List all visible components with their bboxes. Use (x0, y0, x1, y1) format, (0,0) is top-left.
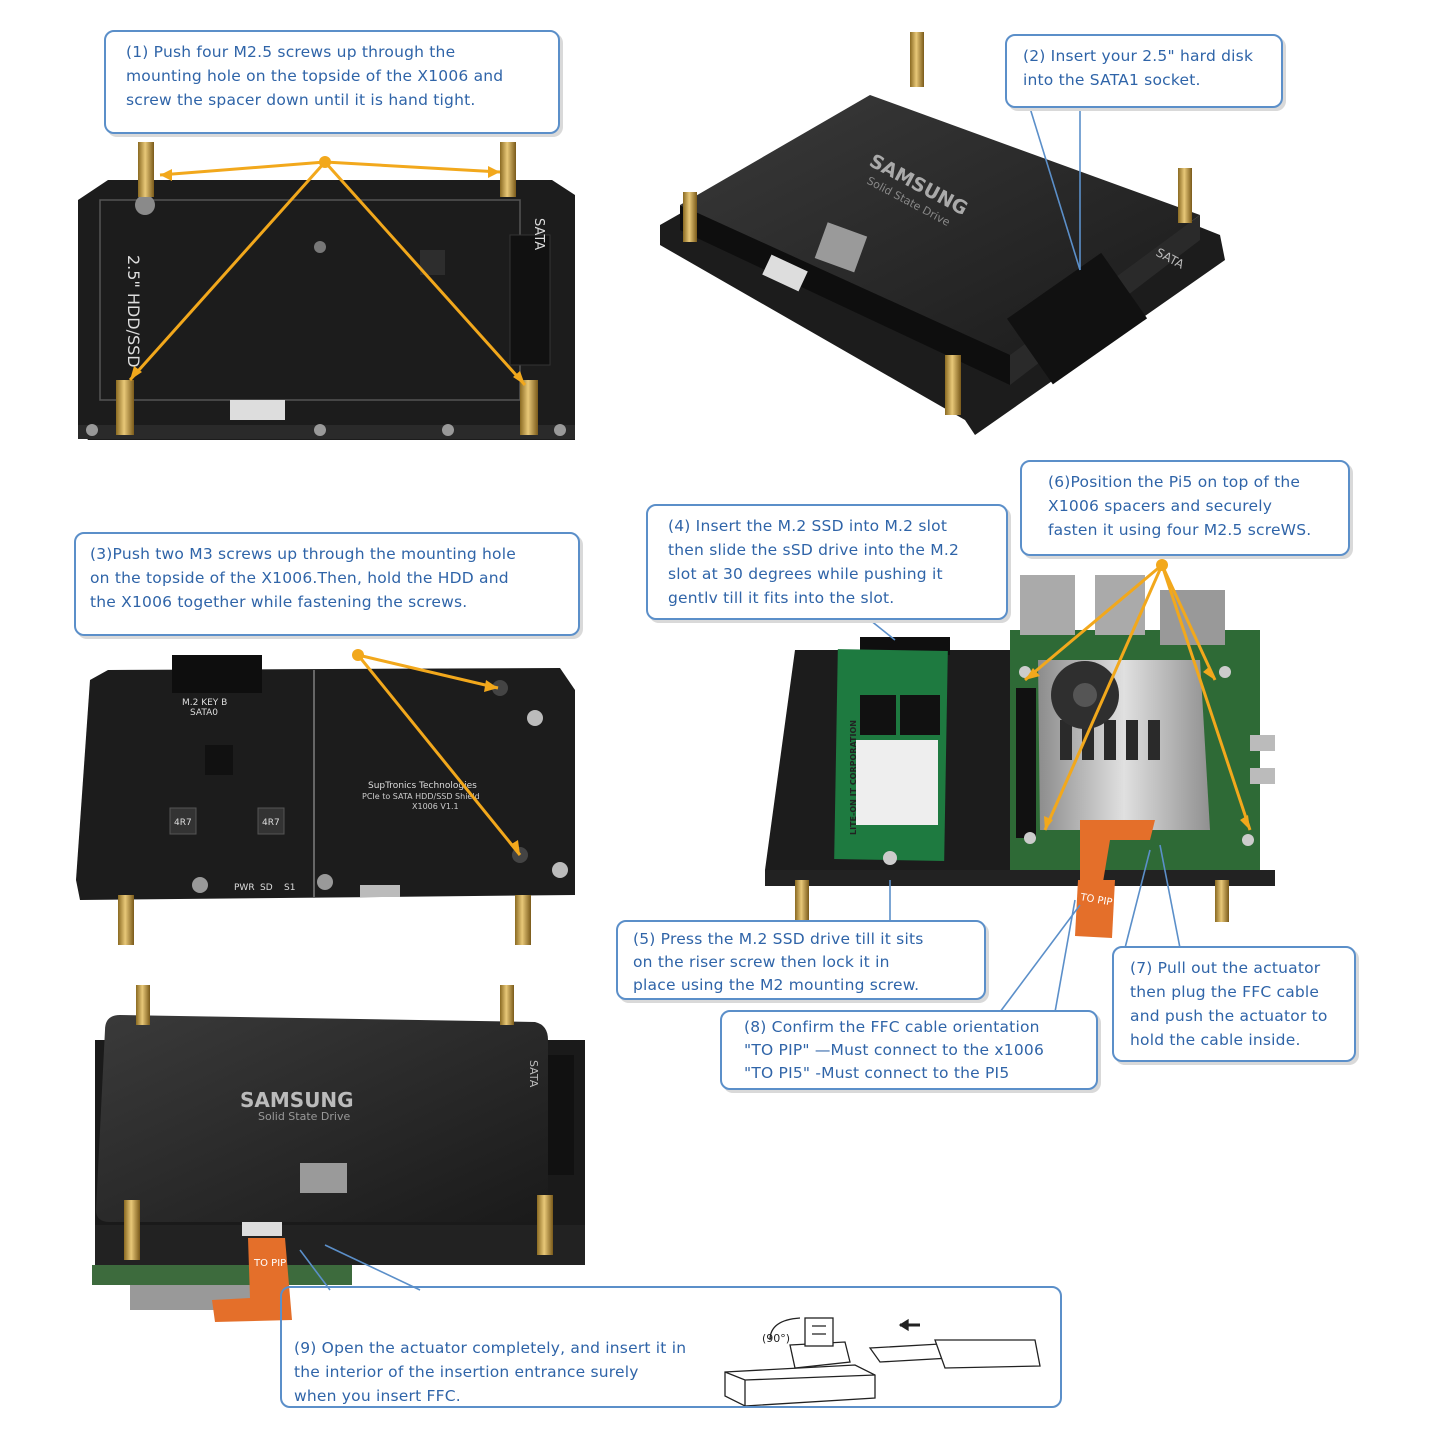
step-1-line-2: mounting hole on the topside of the X100… (126, 67, 504, 85)
step-9-line-3: when you insert FFC. (294, 1387, 461, 1405)
arrow-hubs (130, 156, 1250, 855)
step-2-line-1: (2) Insert your 2.5" hard disk (1023, 47, 1254, 65)
step-6-line-3: fasten it using four M2.5 screWS. (1048, 521, 1312, 539)
model-label: X1006 V1.1 (412, 802, 459, 811)
vendor-label: SupTronics Technologies (368, 781, 477, 791)
sata-label-4: SATA (527, 1060, 540, 1088)
sata0-label: SATA0 (190, 708, 218, 718)
inductor-label-2: 4R7 (262, 818, 280, 828)
inductor-label-1: 4R7 (174, 818, 192, 828)
panel-2-ssd-mount: SAMSUNG Solid State Drive SATA (660, 32, 1225, 435)
step-5-line-1: (5) Press the M.2 SSD drive till it sits (633, 930, 924, 948)
step-1-callout: (1) Push four M2.5 screws up through the… (104, 30, 560, 134)
s1-label: S1 (284, 883, 295, 893)
step-7-line-4: hold the cable inside. (1130, 1031, 1301, 1049)
step-9-line-2: the interior of the insertion entrance s… (294, 1363, 639, 1381)
angle-label: (90°) (762, 1332, 790, 1345)
step-8-callout: (8) Confirm the FFC cable orientation "T… (720, 1010, 1098, 1090)
step-4-line-4: gentlv till it fits into the slot. (668, 589, 895, 607)
step-3-callout: (3)Push two M3 screws up through the mou… (74, 532, 580, 636)
step-5-callout: (5) Press the M.2 SSD drive till it sits… (616, 920, 986, 1000)
step-1-line-3: screw the spacer down until it is hand t… (126, 91, 476, 109)
step-3-line-3: the X1006 together while fastening the s… (90, 593, 468, 611)
step-8-line-2: "TO PIP" —Must connect to the x1006 (744, 1041, 1045, 1059)
step-6-line-2: X1006 spacers and securely (1048, 497, 1273, 515)
step-6-callout: (6)Position the Pi5 on top of the X1006 … (1020, 460, 1350, 556)
step-2-callout: (2) Insert your 2.5" hard disk into the … (1005, 34, 1283, 108)
step-9-line-1: (9) Open the actuator completely, and in… (294, 1339, 687, 1357)
hdd-label: 2.5" HDD/SSD (124, 255, 143, 368)
ffc-diagram: (90°) (724, 1317, 1041, 1407)
sd-label: SD (260, 883, 273, 893)
step-5-line-3: place using the M2 mounting screw. (633, 976, 920, 994)
step-1-line-1: (1) Push four M2.5 screws up through the (126, 43, 456, 61)
step-7-line-2: then plug the FFC cable (1130, 983, 1320, 1001)
step-3-line-2: on the topside of the X1006.Then, hold t… (90, 569, 509, 587)
m2key-label: M.2 KEY B (182, 698, 227, 708)
step-2-line-2: into the SATA1 socket. (1023, 71, 1201, 89)
step-7-line-3: and push the actuator to (1130, 1007, 1328, 1025)
panel-3-board-bottom: M.2 KEY B SATA0 SupTronics Technologies … (76, 655, 575, 945)
arrows (128, 160, 1252, 856)
step-4-line-2: then slide the sSD drive into the M.2 (668, 541, 960, 559)
samsung-logo-4: SAMSUNG (240, 1088, 354, 1112)
sata-label-1: SATA (531, 218, 546, 250)
step-6-line-1: (6)Position the Pi5 on top of the (1048, 473, 1301, 491)
panel-4-stack: SAMSUNG Solid State Drive TO PIP SATA (92, 985, 585, 1322)
step-9-callout: (9) Open the actuator completely, and in… (280, 1286, 1062, 1408)
step-8-line-3: "TO PI5" -Must connect to the PI5 (744, 1064, 1010, 1082)
step-8-line-1: (8) Confirm the FFC cable orientation (744, 1018, 1040, 1036)
step-7-line-1: (7) Pull out the actuator (1130, 959, 1321, 977)
to-pip-label-4: TO PIP (253, 1258, 286, 1269)
pwr-label: PWR (234, 883, 255, 893)
step-4-line-1: (4) Insert the M.2 SSD into M.2 slot (668, 517, 948, 535)
step-5-line-2: on the riser screw then lock it in (633, 953, 890, 971)
panel-5-pi5-assembly: LITE-ON IT CORPORATION TO PIP (765, 575, 1275, 938)
leader-lines (299, 107, 1181, 1291)
panel-1-board: 2.5" HDD/SSD SATA (78, 142, 575, 440)
liteon-label: LITE-ON IT CORPORATION (849, 720, 858, 835)
step-4-line-3: slot at 30 degrees while pushing it (668, 565, 943, 583)
step-3-line-1: (3)Push two M3 screws up through the mou… (90, 545, 516, 563)
ssd-sub-4: Solid State Drive (258, 1110, 350, 1123)
product-label: PCIe to SATA HDD/SSD Shield (362, 792, 480, 801)
step-4-callout: (4) Insert the M.2 SSD into M.2 slot the… (646, 504, 1008, 620)
step-7-callout: (7) Pull out the actuator then plug the … (1112, 946, 1356, 1062)
